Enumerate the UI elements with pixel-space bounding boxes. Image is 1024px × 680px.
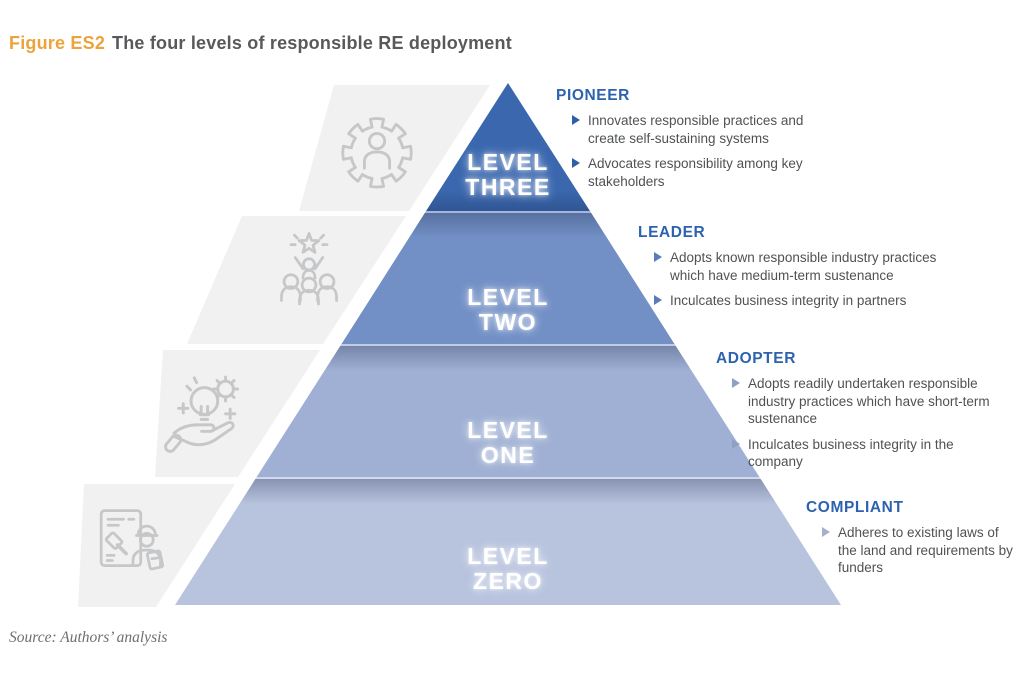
bullet-text: Adheres to existing laws of the land and… xyxy=(838,525,1013,575)
annotation-leader: LEADER Adopts known responsible industry… xyxy=(638,224,956,318)
bullet-text: Advocates responsibility among key stake… xyxy=(588,156,803,189)
annotation-adopter: ADOPTER Adopts readily undertaken respon… xyxy=(716,350,996,479)
annotation-pioneer: PIONEER Innovates responsible practices … xyxy=(556,87,826,198)
annotation-heading-pioneer: PIONEER xyxy=(556,87,630,104)
pyramid-level-zero xyxy=(175,477,841,605)
bullet-text: Innovates responsible practices and crea… xyxy=(588,113,804,146)
bullet-item: Innovates responsible practices and crea… xyxy=(572,112,826,147)
annotation-heading-compliant: COMPLIANT xyxy=(806,499,904,516)
bullet-triangle-icon xyxy=(572,158,580,168)
bullet-triangle-icon xyxy=(572,115,580,125)
team-success-icon xyxy=(266,230,352,316)
bullet-item: Adopts known responsible industry practi… xyxy=(654,249,956,284)
bullet-triangle-icon xyxy=(732,378,740,388)
innovation-icon xyxy=(163,366,255,458)
annotation-heading-adopter: ADOPTER xyxy=(716,350,796,367)
figure-number: Figure ES2 xyxy=(9,33,106,53)
gear-person-icon xyxy=(332,106,422,196)
figure-title-text: The four levels of responsible RE deploy… xyxy=(112,33,512,53)
compliance-icon xyxy=(90,502,176,588)
bullet-text: Adopts known responsible industry practi… xyxy=(670,250,937,283)
annotation-heading-leader: LEADER xyxy=(638,224,706,241)
bullet-item: Advocates responsibility among key stake… xyxy=(572,155,826,190)
bullet-item: Adheres to existing laws of the land and… xyxy=(822,524,1020,577)
annotation-compliant: COMPLIANT Adheres to existing laws of th… xyxy=(806,499,1020,585)
figure-title: Figure ES2 The four levels of responsible… xyxy=(9,33,512,54)
bullet-triangle-icon xyxy=(654,252,662,262)
bullet-triangle-icon xyxy=(732,438,740,449)
bullet-text: Inculcates business integrity in the com… xyxy=(748,436,954,470)
source-note: Source: Authors’ analysis xyxy=(9,629,168,646)
bullet-triangle-icon xyxy=(822,527,830,537)
bullet-item: Inculcates business integrity in partner… xyxy=(654,292,956,310)
pyramid-level-one xyxy=(256,344,760,477)
bullet-item: Inculcates business integrity in the com… xyxy=(732,436,996,471)
bullet-text: Inculcates business integrity in partner… xyxy=(670,293,907,308)
bullet-text: Adopts readily undertaken responsible in… xyxy=(748,376,990,426)
bullet-item: Adopts readily undertaken responsible in… xyxy=(732,375,996,428)
bullet-triangle-icon xyxy=(654,295,662,305)
